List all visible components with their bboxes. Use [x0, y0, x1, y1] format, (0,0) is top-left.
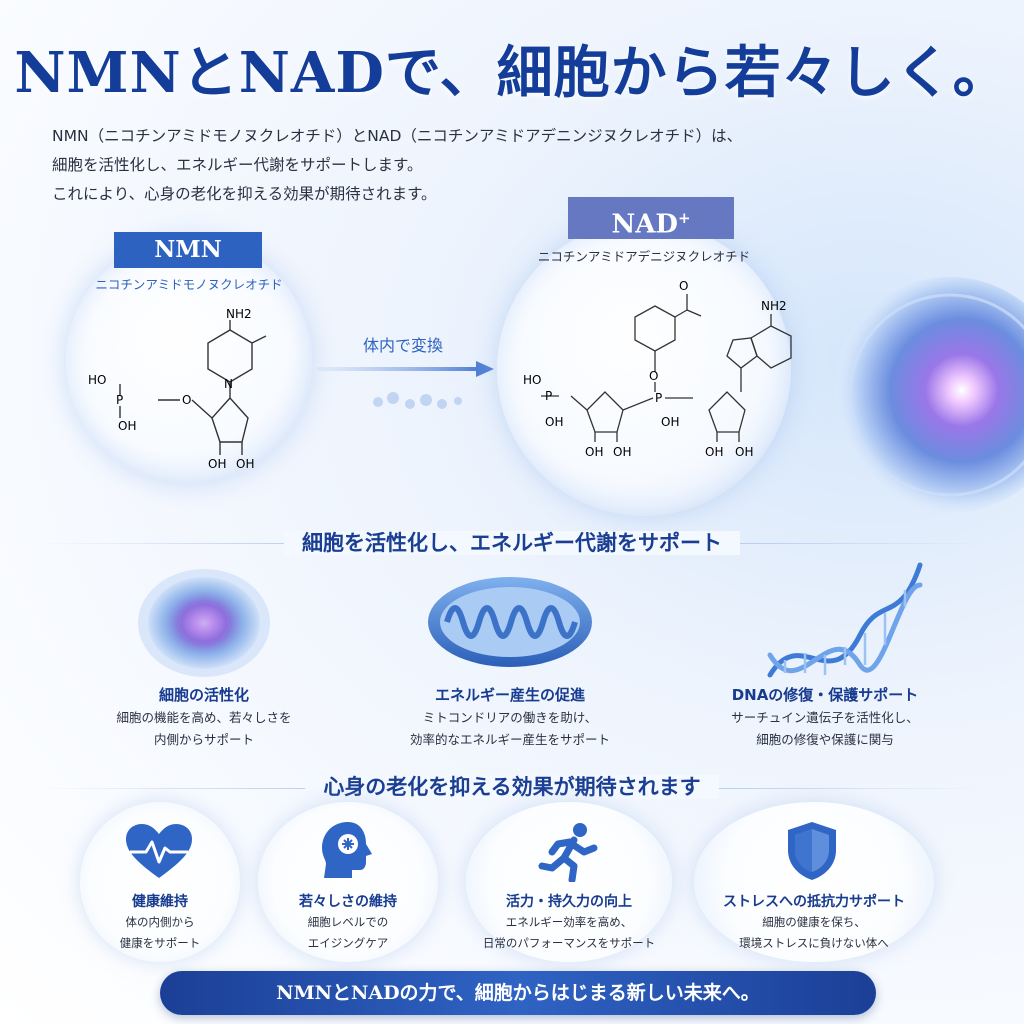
- benefit-title-2: 若々しさの維持: [299, 894, 397, 910]
- nmn-ho-label: HO: [88, 373, 106, 387]
- feature-desc-2-line-2: 効率的なエネルギー産生をサポート: [409, 732, 610, 747]
- nad-bubble: [497, 222, 791, 516]
- mitochondria-icon: [428, 577, 592, 667]
- shield-icon: [788, 822, 836, 880]
- imidazole-ring: [726, 337, 758, 369]
- cell-icon: [138, 569, 270, 677]
- head-brain-icon: [322, 822, 372, 878]
- nicotinamide-ring: [634, 305, 676, 352]
- feature-desc-3-line-2: 細胞の修復や保護に関与: [756, 732, 894, 747]
- benefit-title-1: 健康維持: [132, 894, 188, 910]
- feature-title-3: DNAの修復・保護サポート: [731, 686, 919, 704]
- benefit-desc-3-line-2: 日常のパフォーマンスをサポート: [482, 936, 656, 950]
- nad-oh-label-1: OH: [545, 415, 563, 429]
- section1-heading-text: 細胞を活性化し、エネルギー代謝をサポート: [284, 531, 740, 555]
- nmn-full-name: ニコチンアミドモノヌクレオチド: [95, 277, 283, 292]
- feature-desc-1: 細胞の機能を高め、若々しさを 内側からサポート: [84, 707, 324, 751]
- nad-o-label-2: O: [649, 369, 658, 383]
- nad-tag-text: NAD: [611, 209, 678, 240]
- feature-title-1: 細胞の活性化: [158, 686, 249, 704]
- nad-tag-superscript: +: [677, 209, 691, 227]
- nad-p-label-1: P: [545, 389, 552, 403]
- conversion-arrow-icon: [318, 361, 494, 409]
- nad-p-label-2: P: [655, 391, 662, 405]
- intro-line-2: 細胞を活性化し、エネルギー代謝をサポートします。: [52, 156, 423, 174]
- nad-oh-label-2: OH: [661, 415, 679, 429]
- pyrimidine-ring: [750, 325, 792, 369]
- section2-heading-text: 心身の老化を抑える効果が期待されます: [305, 775, 719, 799]
- benefit-card-1: [80, 802, 240, 962]
- nmn-oh-label-1: OH: [118, 419, 136, 433]
- intro-line-3: これにより、心身の老化を抑える効果が期待されます。: [52, 185, 437, 203]
- nad-o-label: O: [679, 279, 688, 293]
- section1-heading: 細胞を活性化し、エネルギー代謝をサポート: [0, 527, 1024, 557]
- nad-structure-diagram: O O HO P P OH OH OH OH OH OH NH2: [523, 279, 792, 459]
- footer-banner: NMNとNADの力で、細胞からはじまる新しい未来へ。: [160, 971, 876, 1015]
- intro-text: NMN（ニコチンアミドモノヌクレオチド）とNAD（ニコチンアミドアデニンジヌクレ…: [52, 122, 852, 209]
- benefit-desc-3-line-1: エネルギー効率を高め、: [505, 915, 633, 929]
- dna-icon: [767, 562, 923, 678]
- benefit-desc-4: 細胞の健康を保ち、 環境ストレスに負けない体へ: [694, 912, 934, 954]
- nad-ho-label: HO: [523, 373, 541, 387]
- benefit-desc-3: エネルギー効率を高め、 日常のパフォーマンスをサポート: [456, 912, 682, 954]
- nmn-tag: NMN: [114, 232, 262, 268]
- pyridine-ring: [207, 329, 253, 383]
- section2-heading: 心身の老化を抑える効果が期待されます: [0, 771, 1024, 801]
- benefit-desc-4-line-1: 細胞の健康を保ち、: [762, 915, 866, 929]
- feature-desc-1-line-2: 内側からサポート: [153, 732, 254, 747]
- nmn-oh-label-3: OH: [236, 457, 254, 471]
- benefit-desc-4-line-2: 環境ストレスに負けない体へ: [739, 936, 889, 950]
- benefit-title-3: 活力・持久力の向上: [506, 894, 632, 910]
- nad-tag: NAD+: [568, 197, 734, 240]
- nmn-n-label: N: [224, 377, 233, 391]
- nad-full-name: ニコチンアミドアデニジヌクレオチド: [537, 249, 751, 264]
- nad-oh-label-4: OH: [613, 445, 631, 459]
- benefit-desc-2-line-1: 細胞レベルでの: [307, 915, 389, 929]
- benefit-desc-1: 体の内側から 健康をサポート: [80, 912, 240, 954]
- running-person-icon: [538, 823, 598, 882]
- heart-pulse-icon: [126, 824, 192, 878]
- ribose-ring: [211, 396, 249, 443]
- intro-line-1: NMN（ニコチンアミドモノヌクレオチド）とNAD（ニコチンアミドアデニンジヌクレ…: [52, 127, 743, 145]
- nad-oh-label-5: OH: [705, 445, 723, 459]
- nmn-bubble: [66, 238, 312, 484]
- feature-desc-2: ミトコンドリアの働きを助け、 効率的なエネルギー産生をサポート: [380, 707, 640, 751]
- feature-title-2: エネルギー産生の促進: [434, 686, 585, 704]
- feature-desc-3-line-1: サーチュイン遺伝子を活性化し、: [731, 710, 919, 725]
- page-title: NMNとNADで、細胞から若々しく。: [14, 40, 1010, 106]
- nmn-o-label: O: [182, 393, 191, 407]
- ribose-ring-2: [708, 391, 746, 433]
- nad-oh-label-6: OH: [735, 445, 753, 459]
- feature-desc-3: サーチュイン遺伝子を活性化し、 細胞の修復や保護に関与: [700, 707, 950, 751]
- benefit-desc-2: 細胞レベルでの エイジングケア: [258, 912, 438, 954]
- nad-nh2-label: NH2: [761, 299, 787, 313]
- feature-desc-2-line-1: ミトコンドリアの働きを助け、: [422, 710, 598, 725]
- glowing-cell-image: [832, 277, 1024, 513]
- nmn-p-label: P: [116, 393, 123, 407]
- benefit-desc-2-line-2: エイジングケア: [307, 936, 389, 950]
- conversion-label: 体内で変換: [362, 336, 443, 355]
- ribose-ring-1: [586, 391, 624, 433]
- feature-desc-1-line-1: 細胞の機能を高め、若々しさを: [116, 710, 292, 725]
- benefit-title-4: ストレスへの抵抗力サポート: [723, 894, 905, 910]
- nmn-nh2-label: NH2: [226, 307, 252, 321]
- nad-oh-label-3: OH: [585, 445, 603, 459]
- nmn-oh-label-2: OH: [208, 457, 226, 471]
- nmn-structure-diagram: NH2 N HO P O OH OH OH: [88, 307, 267, 471]
- benefit-desc-1-line-2: 健康をサポート: [119, 936, 201, 950]
- benefit-card-3: [466, 802, 672, 962]
- benefit-desc-1-line-1: 体の内側から: [125, 915, 195, 929]
